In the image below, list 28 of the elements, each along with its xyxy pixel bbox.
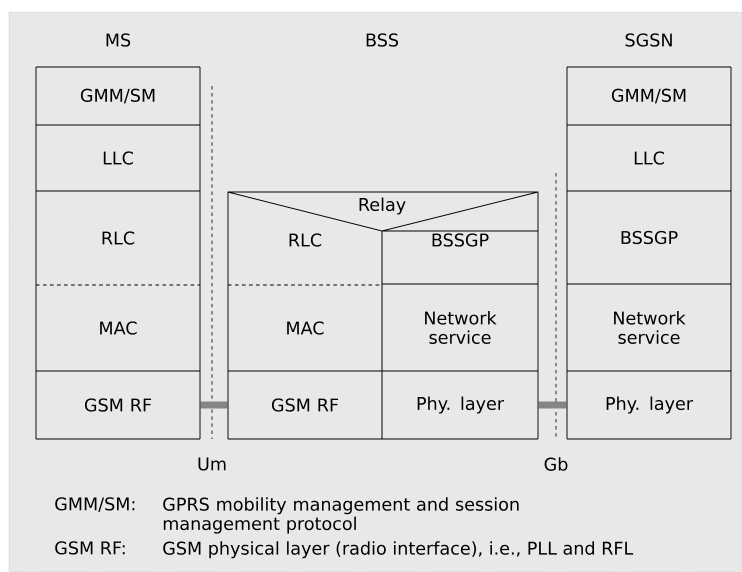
protocol-layer: Phy. layer [566,370,732,440]
protocol-layer: Network service [382,284,538,372]
column-heading: MS [106,33,130,47]
interface-label: Um [198,457,226,471]
protocol-layer: MAC [36,284,200,372]
protocol-layer: Network service [566,284,732,372]
protocol-layer: GSM RF [36,370,200,440]
protocol-layer: RLC [228,230,382,286]
protocol-layer: GMM/SM [566,66,732,126]
protocol-layer: MAC [228,284,382,372]
link-bar [538,402,567,409]
protocol-layer: GMM/SM [36,66,200,126]
protocol-layer: LLC [36,124,200,192]
legend-definition: GSM physical layer (radio interface), i.e., PLL and RFL [163,541,634,558]
protocol-layer: LLC [566,124,732,192]
link-bar [200,402,228,409]
protocol-layer: GSM RF [228,370,382,440]
protocol-layer: BSSGP [382,230,538,284]
column-heading: SGSN [626,33,672,47]
relay-triangle: Relay [228,192,538,232]
column-heading: BSS [366,33,398,47]
protocol-layer: Phy. layer [382,370,538,440]
legend-definition: GPRS mobility management and session management protocol [163,497,519,534]
legend-term: GSM RF: [55,541,125,555]
protocol-layer: RLC [36,190,200,286]
protocol-layer: BSSGP [566,190,732,284]
legend-term: GMM/SM: [55,497,134,512]
interface-label: Gb [544,457,568,471]
